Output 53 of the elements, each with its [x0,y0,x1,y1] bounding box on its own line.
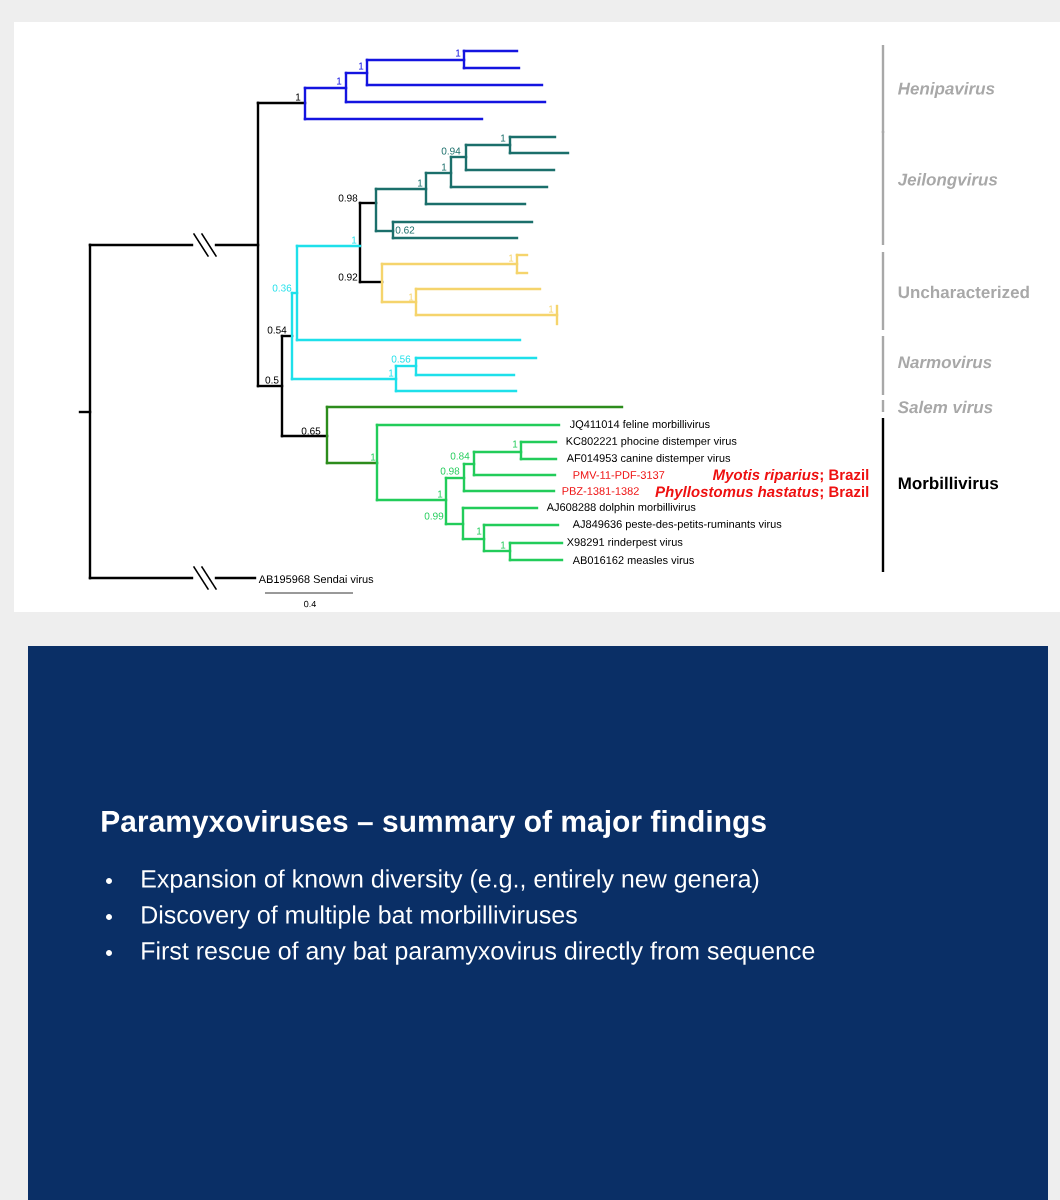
support-value: 1 [352,236,357,244]
taxon-label: AF014953 canine distemper virus [566,453,731,465]
support-value: 0.54 [267,326,287,334]
support-value: 0.5 [265,376,279,384]
bullet-item: Expansion of known diversity (e.g., entirely new genera) [106,869,759,893]
bullet-item: First rescue of any bat paramyxovirus directly from sequence [106,941,815,965]
support-value: 1 [337,77,342,85]
support-value: 1 [456,49,461,57]
taxon-label: JQ411014 feline morbillivirus [569,420,710,431]
taxon-label: AJ608288 dolphin morbillivirus [546,502,696,514]
support-value: 0.98 [440,467,460,475]
clade-name: Narmovirus [898,355,992,369]
support-value: 1 [296,93,301,101]
support-value: 1 [438,490,443,498]
clade-name: Jeilongvirus [897,173,998,189]
support-value: 1 [549,305,554,313]
clade-name: Morbillivirus [898,476,999,490]
support-value: 1 [442,163,447,171]
clade-name: Uncharacterized [898,285,1029,299]
taxon-label: PMV-11-PDF-3137 [573,471,665,479]
support-value: 0.92 [338,273,358,281]
support-value: 0.65 [301,427,321,435]
clade-name: Henipavirus [898,82,995,98]
support-value: 0.36 [272,284,292,292]
bullet-item: Discovery of multiple bat morbilliviruses [106,905,577,929]
taxon-label: KC802221 phocine distemper virus [566,436,737,448]
support-value: 1 [501,134,506,142]
support-value: 1 [477,527,482,535]
taxon-label: AJ849636 peste-des-petits-ruminants virus [572,519,782,531]
support-value: 1 [359,62,364,70]
host-label: Phyllostomus hastatus; Brazil [655,486,869,500]
taxon-label: AB016162 measles virus [572,555,694,565]
support-value: 0.56 [391,355,411,363]
taxon-label: AB195968 Sendai virus [258,574,374,584]
support-value: 1 [409,293,414,301]
support-value: 1 [509,254,514,262]
slide-panel [28,646,1048,1200]
taxon-label: X98291 rinderpest virus [566,537,683,549]
support-value: 0.99 [424,512,444,520]
support-value: 1 [501,541,506,549]
support-value: 1 [418,179,423,187]
clade-name: Salem virus [897,400,993,414]
host-label: Myotis riparius; Brazil [712,469,869,483]
support-value: 0.62 [395,226,415,234]
support-value: 0.98 [338,194,358,202]
support-value: 1 [513,440,518,448]
scale-value: 0.4 [304,600,316,608]
taxon-label: PBZ-1381-1382 [562,487,639,495]
support-value: 1 [389,369,394,377]
support-value: 0.84 [450,452,470,460]
support-value: 0.94 [441,147,461,155]
support-value: 1 [371,453,376,461]
slide-heading: Paramyxoviruses – summary of major findings [102,809,766,839]
